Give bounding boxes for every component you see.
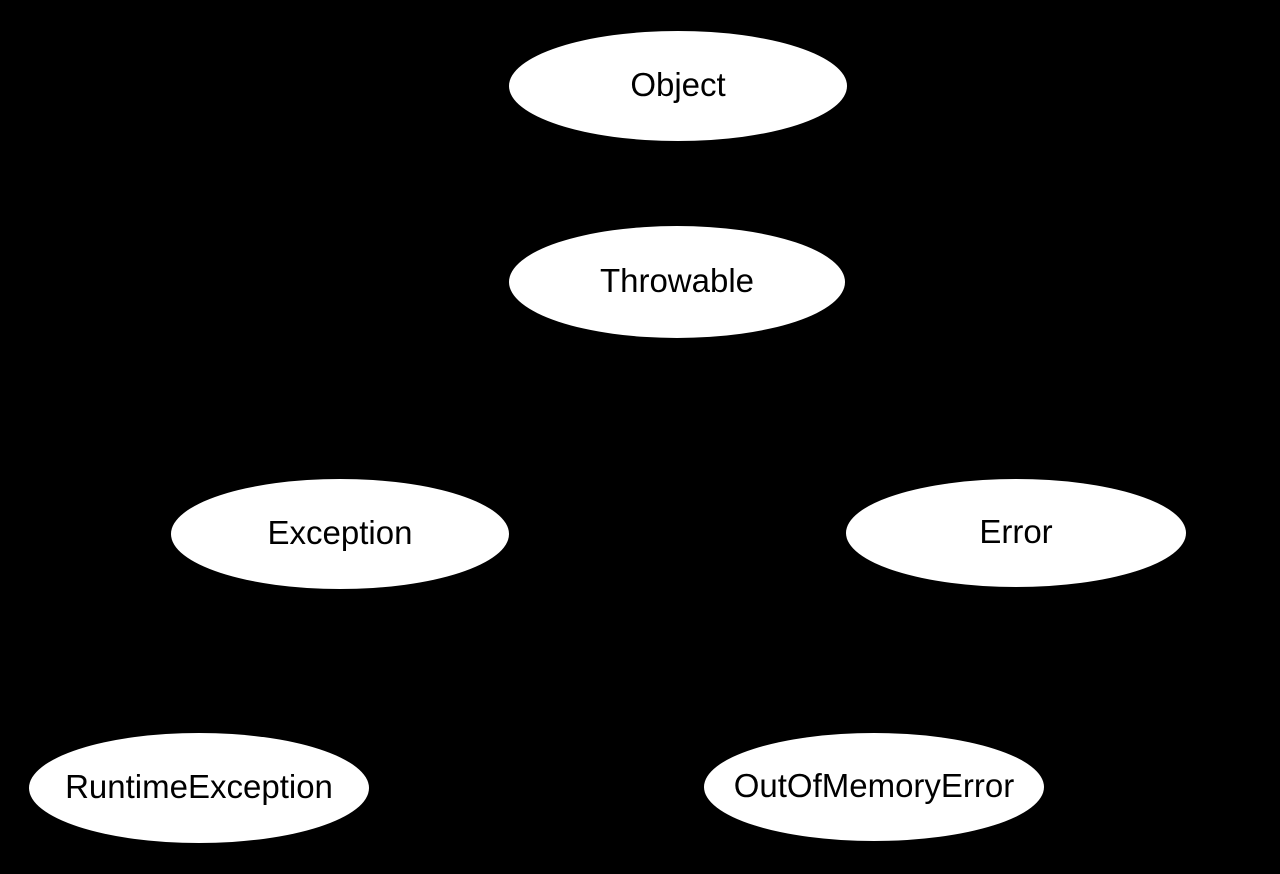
node-runtime-exception: RuntimeException <box>29 733 369 843</box>
node-object: Object <box>509 31 847 141</box>
node-out-of-memory-error: OutOfMemoryError <box>704 733 1044 841</box>
node-runtime-exception-ellipse <box>29 733 369 843</box>
node-throwable-label: Throwable <box>600 262 754 299</box>
node-error: Error <box>846 479 1186 587</box>
node-exception-label: Exception <box>268 514 413 551</box>
edge-group <box>198 85 1017 789</box>
node-out-of-memory-error-ellipse <box>704 733 1044 841</box>
node-throwable: Throwable <box>509 226 845 338</box>
node-runtime-exception-label: RuntimeException <box>65 768 333 805</box>
node-object-label: Object <box>630 66 725 103</box>
node-exception-ellipse <box>171 479 509 589</box>
node-object-ellipse <box>509 31 847 141</box>
node-error-label: Error <box>979 513 1052 550</box>
node-out-of-memory-error-label: OutOfMemoryError <box>734 767 1015 804</box>
node-throwable-ellipse <box>509 226 845 338</box>
node-exception: Exception <box>171 479 509 589</box>
node-error-ellipse <box>846 479 1186 587</box>
